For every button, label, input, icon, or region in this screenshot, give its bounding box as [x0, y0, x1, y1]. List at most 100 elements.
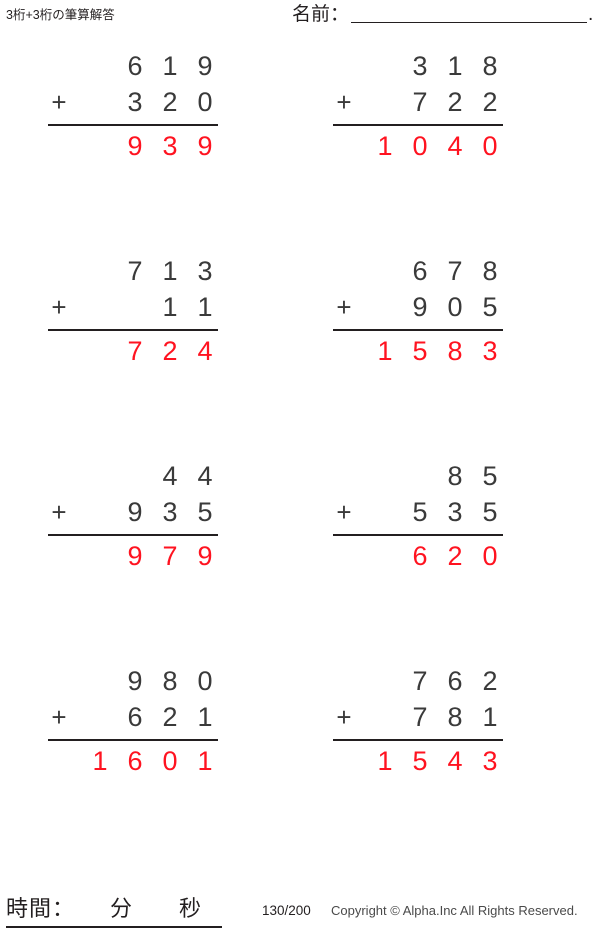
problem-7-addend2: 6 2 1 [18, 699, 218, 735]
digit: 7 [412, 87, 428, 117]
answer-digit: 2 [162, 336, 178, 366]
digit: 3 [412, 51, 428, 81]
answer-digit: 1 [377, 336, 393, 366]
answer-digit: 6 [127, 746, 143, 776]
problem-8-calculation: 7 6 2 7 8 1 + 1 5 4 3 [303, 663, 503, 776]
name-input-line[interactable] [351, 22, 588, 23]
plus-operator-icon: + [336, 497, 352, 527]
worksheet-footer: 時間： 分 秒 130/200 Copyright © Alpha.Inc Al… [0, 892, 600, 938]
digit: 1 [447, 51, 463, 81]
digit: 7 [127, 256, 143, 286]
problem-8-addend2: 7 8 1 [303, 699, 503, 735]
problem-8-rule [333, 739, 503, 741]
answer-digit: 7 [127, 336, 143, 366]
problem-6-addend2: 5 3 5 [303, 494, 503, 530]
digit: 7 [412, 666, 428, 696]
digit: 5 [482, 497, 498, 527]
digit: 2 [482, 666, 498, 696]
plus-operator-icon: + [51, 497, 67, 527]
answer-digit: 2 [447, 541, 463, 571]
problem-6: 8 5 5 3 5 + 6 2 0 [303, 458, 563, 598]
name-field-group: 名前： . [292, 2, 593, 28]
digit: 1 [197, 702, 213, 732]
plus-operator-icon: + [51, 702, 67, 732]
digit: 2 [447, 87, 463, 117]
time-entry-field[interactable]: 時間： 分 秒 [6, 894, 222, 928]
answer-digit: 1 [197, 746, 213, 776]
answer-digit: 9 [127, 131, 143, 161]
digit: 1 [162, 51, 178, 81]
problem-3-addend1: 7 1 3 [18, 253, 218, 289]
answer-digit: 0 [482, 541, 498, 571]
plus-operator-icon: + [51, 87, 67, 117]
problem-1-addend2: 3 2 0 [18, 84, 218, 120]
answer-digit: 5 [412, 336, 428, 366]
digit: 3 [447, 497, 463, 527]
problem-5-calculation: 4 4 9 3 5 + 9 7 9 [18, 458, 218, 571]
answer-digit: 3 [162, 131, 178, 161]
answer-digit: 5 [412, 746, 428, 776]
digit: 9 [412, 292, 428, 322]
page-title: 3桁+3桁の筆算解答 [6, 8, 115, 22]
digit: 2 [162, 87, 178, 117]
digit: 7 [412, 702, 428, 732]
problem-1-addend1: 6 1 9 [18, 48, 218, 84]
problem-2-calculation: 3 1 8 7 2 2 + 1 0 4 0 [303, 48, 503, 161]
digit: 0 [447, 292, 463, 322]
problem-8-answer: 1 5 4 3 [303, 743, 503, 779]
problem-4-calculation: 6 7 8 9 0 5 + 1 5 8 3 [303, 253, 503, 366]
problem-2-rule [333, 124, 503, 126]
digit: 8 [162, 666, 178, 696]
worksheet-header: 3桁+3桁の筆算解答 名前： . [0, 0, 600, 44]
problem-1-calculation: 6 1 9 3 2 0 + 9 3 9 [18, 48, 218, 161]
problem-grid: 6 1 9 3 2 0 + 9 3 9 [0, 48, 600, 868]
digit: 8 [482, 51, 498, 81]
digit: 2 [482, 87, 498, 117]
problem-3: 7 1 3 1 1 + 7 2 4 [18, 253, 278, 393]
problem-4-answer: 1 5 8 3 [303, 333, 503, 369]
digit: 5 [412, 497, 428, 527]
digit: 7 [447, 256, 463, 286]
page-count: 130/200 [262, 903, 311, 918]
problem-2-answer: 1 0 4 0 [303, 128, 503, 164]
digit: 9 [127, 497, 143, 527]
answer-digit: 4 [197, 336, 213, 366]
problem-7-addend1: 9 8 0 [18, 663, 218, 699]
digit: 1 [162, 256, 178, 286]
problem-row: 6 1 9 3 2 0 + 9 3 9 [0, 48, 600, 253]
digit: 8 [447, 702, 463, 732]
problem-row: 9 8 0 6 2 1 + 1 6 0 1 [0, 663, 600, 868]
plus-operator-icon: + [51, 292, 67, 322]
answer-digit: 6 [412, 541, 428, 571]
problem-6-addend1: 8 5 [303, 458, 503, 494]
answer-digit: 3 [482, 746, 498, 776]
problem-8: 7 6 2 7 8 1 + 1 5 4 3 [303, 663, 563, 803]
answer-digit: 9 [197, 131, 213, 161]
answer-digit: 4 [447, 746, 463, 776]
digit: 5 [197, 497, 213, 527]
digit: 4 [197, 461, 213, 491]
digit: 6 [447, 666, 463, 696]
problem-3-answer: 7 2 4 [18, 333, 218, 369]
digit: 3 [127, 87, 143, 117]
problem-1-answer: 9 3 9 [18, 128, 218, 164]
problem-3-addend2: 1 1 [18, 289, 218, 325]
answer-digit: 7 [162, 541, 178, 571]
name-trailing-dot: . [588, 4, 594, 25]
problem-2-addend1: 3 1 8 [303, 48, 503, 84]
problem-row: 4 4 9 3 5 + 9 7 9 8 [0, 458, 600, 663]
name-label: 名前： [292, 4, 350, 25]
problem-7-rule [48, 739, 218, 741]
digit: 2 [162, 702, 178, 732]
digit: 5 [482, 461, 498, 491]
problem-6-answer: 6 2 0 [303, 538, 503, 574]
answer-digit: 0 [162, 746, 178, 776]
problem-4-addend1: 6 7 8 [303, 253, 503, 289]
problem-1-rule [48, 124, 218, 126]
answer-digit: 1 [92, 746, 108, 776]
problem-5-answer: 9 7 9 [18, 538, 218, 574]
digit: 4 [162, 461, 178, 491]
problem-7-answer: 1 6 0 1 [18, 743, 218, 779]
answer-digit: 9 [197, 541, 213, 571]
problem-7: 9 8 0 6 2 1 + 1 6 0 1 [18, 663, 278, 803]
